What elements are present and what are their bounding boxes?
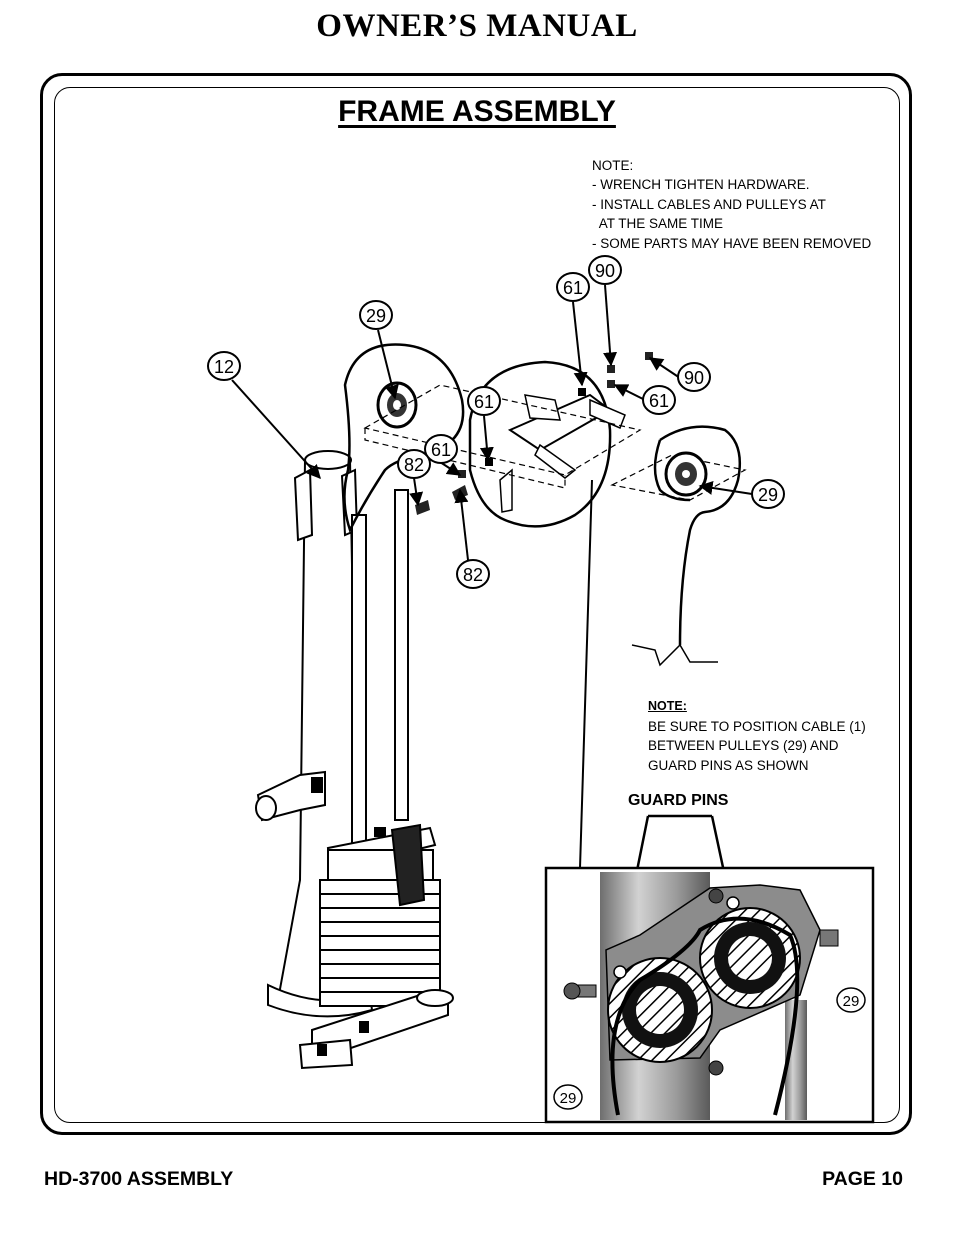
section-title: FRAME ASSEMBLY (0, 95, 954, 129)
page-frame-outer (40, 73, 912, 1135)
svg-text:61: 61 (474, 392, 494, 412)
svg-text:82: 82 (404, 455, 424, 475)
callout-90-right: 90 (677, 362, 711, 392)
callout-82-bottom: 82 (456, 559, 490, 589)
svg-text:61: 61 (431, 440, 451, 460)
weight-stack (319, 823, 441, 1007)
guide-rods (351, 489, 409, 846)
dashed-frame-outline (363, 384, 747, 501)
callout-82-top: 82 (397, 449, 431, 479)
callout-12: 12 (207, 351, 241, 381)
pulley-detail-right (631, 425, 742, 667)
callout-90-top: 90 (588, 255, 622, 285)
svg-text:82: 82 (463, 565, 483, 585)
base-frame (298, 989, 454, 1070)
note-top-line: NOTE: (592, 158, 634, 173)
callout-61-left: 61 (424, 434, 458, 464)
note-bottom-line: BE SURE TO POSITION CABLE (1) (648, 718, 866, 734)
footer-page-number: PAGE 10 (822, 1168, 903, 1190)
note-top-line: - INSTALL CABLES AND PULLEYS AT (592, 196, 826, 212)
inset-connector-line (579, 479, 593, 869)
section-title-text: FRAME ASSEMBLY (338, 95, 616, 128)
svg-text:90: 90 (684, 368, 704, 388)
callout-61-right: 61 (642, 385, 676, 415)
callout-29-right: 29 (751, 479, 785, 509)
footer-model: HD-3700 ASSEMBLY (44, 1168, 234, 1190)
callout-61-top: 61 (556, 272, 590, 302)
note-top: NOTE: - WRENCH TIGHTEN HARDWARE. - INSTA… (592, 156, 871, 253)
callout-61-center: 61 (467, 386, 501, 416)
svg-text:29: 29 (366, 306, 386, 326)
page-frame-inner (54, 87, 900, 1123)
callout-29-top: 29 (359, 300, 393, 330)
part-callouts: 12 29 61 90 90 61 61 61 82 82 29 (207, 255, 785, 589)
svg-text:29: 29 (843, 993, 860, 1010)
top-plate-detail (468, 360, 626, 528)
note-bottom-line: GUARD PINS AS SHOWN (648, 757, 809, 773)
svg-text:29: 29 (758, 485, 778, 505)
svg-text:61: 61 (649, 391, 669, 411)
svg-text:61: 61 (563, 278, 583, 298)
callout-29-inset-right: 29 (836, 987, 866, 1013)
note-bottom-heading: NOTE: (648, 699, 687, 713)
svg-text:29: 29 (560, 1090, 577, 1107)
svg-text:90: 90 (595, 261, 615, 281)
note-bottom-line: BETWEEN PULLEYS (29) AND (648, 738, 839, 754)
callout-29-inset-left: 29 (553, 1084, 583, 1110)
note-top-line: - WRENCH TIGHTEN HARDWARE. (592, 177, 810, 193)
note-top-line: AT THE SAME TIME (592, 216, 724, 232)
guard-pins-inset: 29 29 (544, 866, 875, 1124)
svg-text:12: 12 (214, 357, 234, 377)
guard-pins-label: GUARD PINS (628, 792, 729, 809)
note-top-line: - SOME PARTS MAY HAVE BEEN REMOVED (592, 235, 872, 251)
manual-title: OWNER’S MANUAL (316, 8, 638, 44)
note-bottom: NOTE: BE SURE TO POSITION CABLE (1) BETW… (648, 697, 866, 775)
